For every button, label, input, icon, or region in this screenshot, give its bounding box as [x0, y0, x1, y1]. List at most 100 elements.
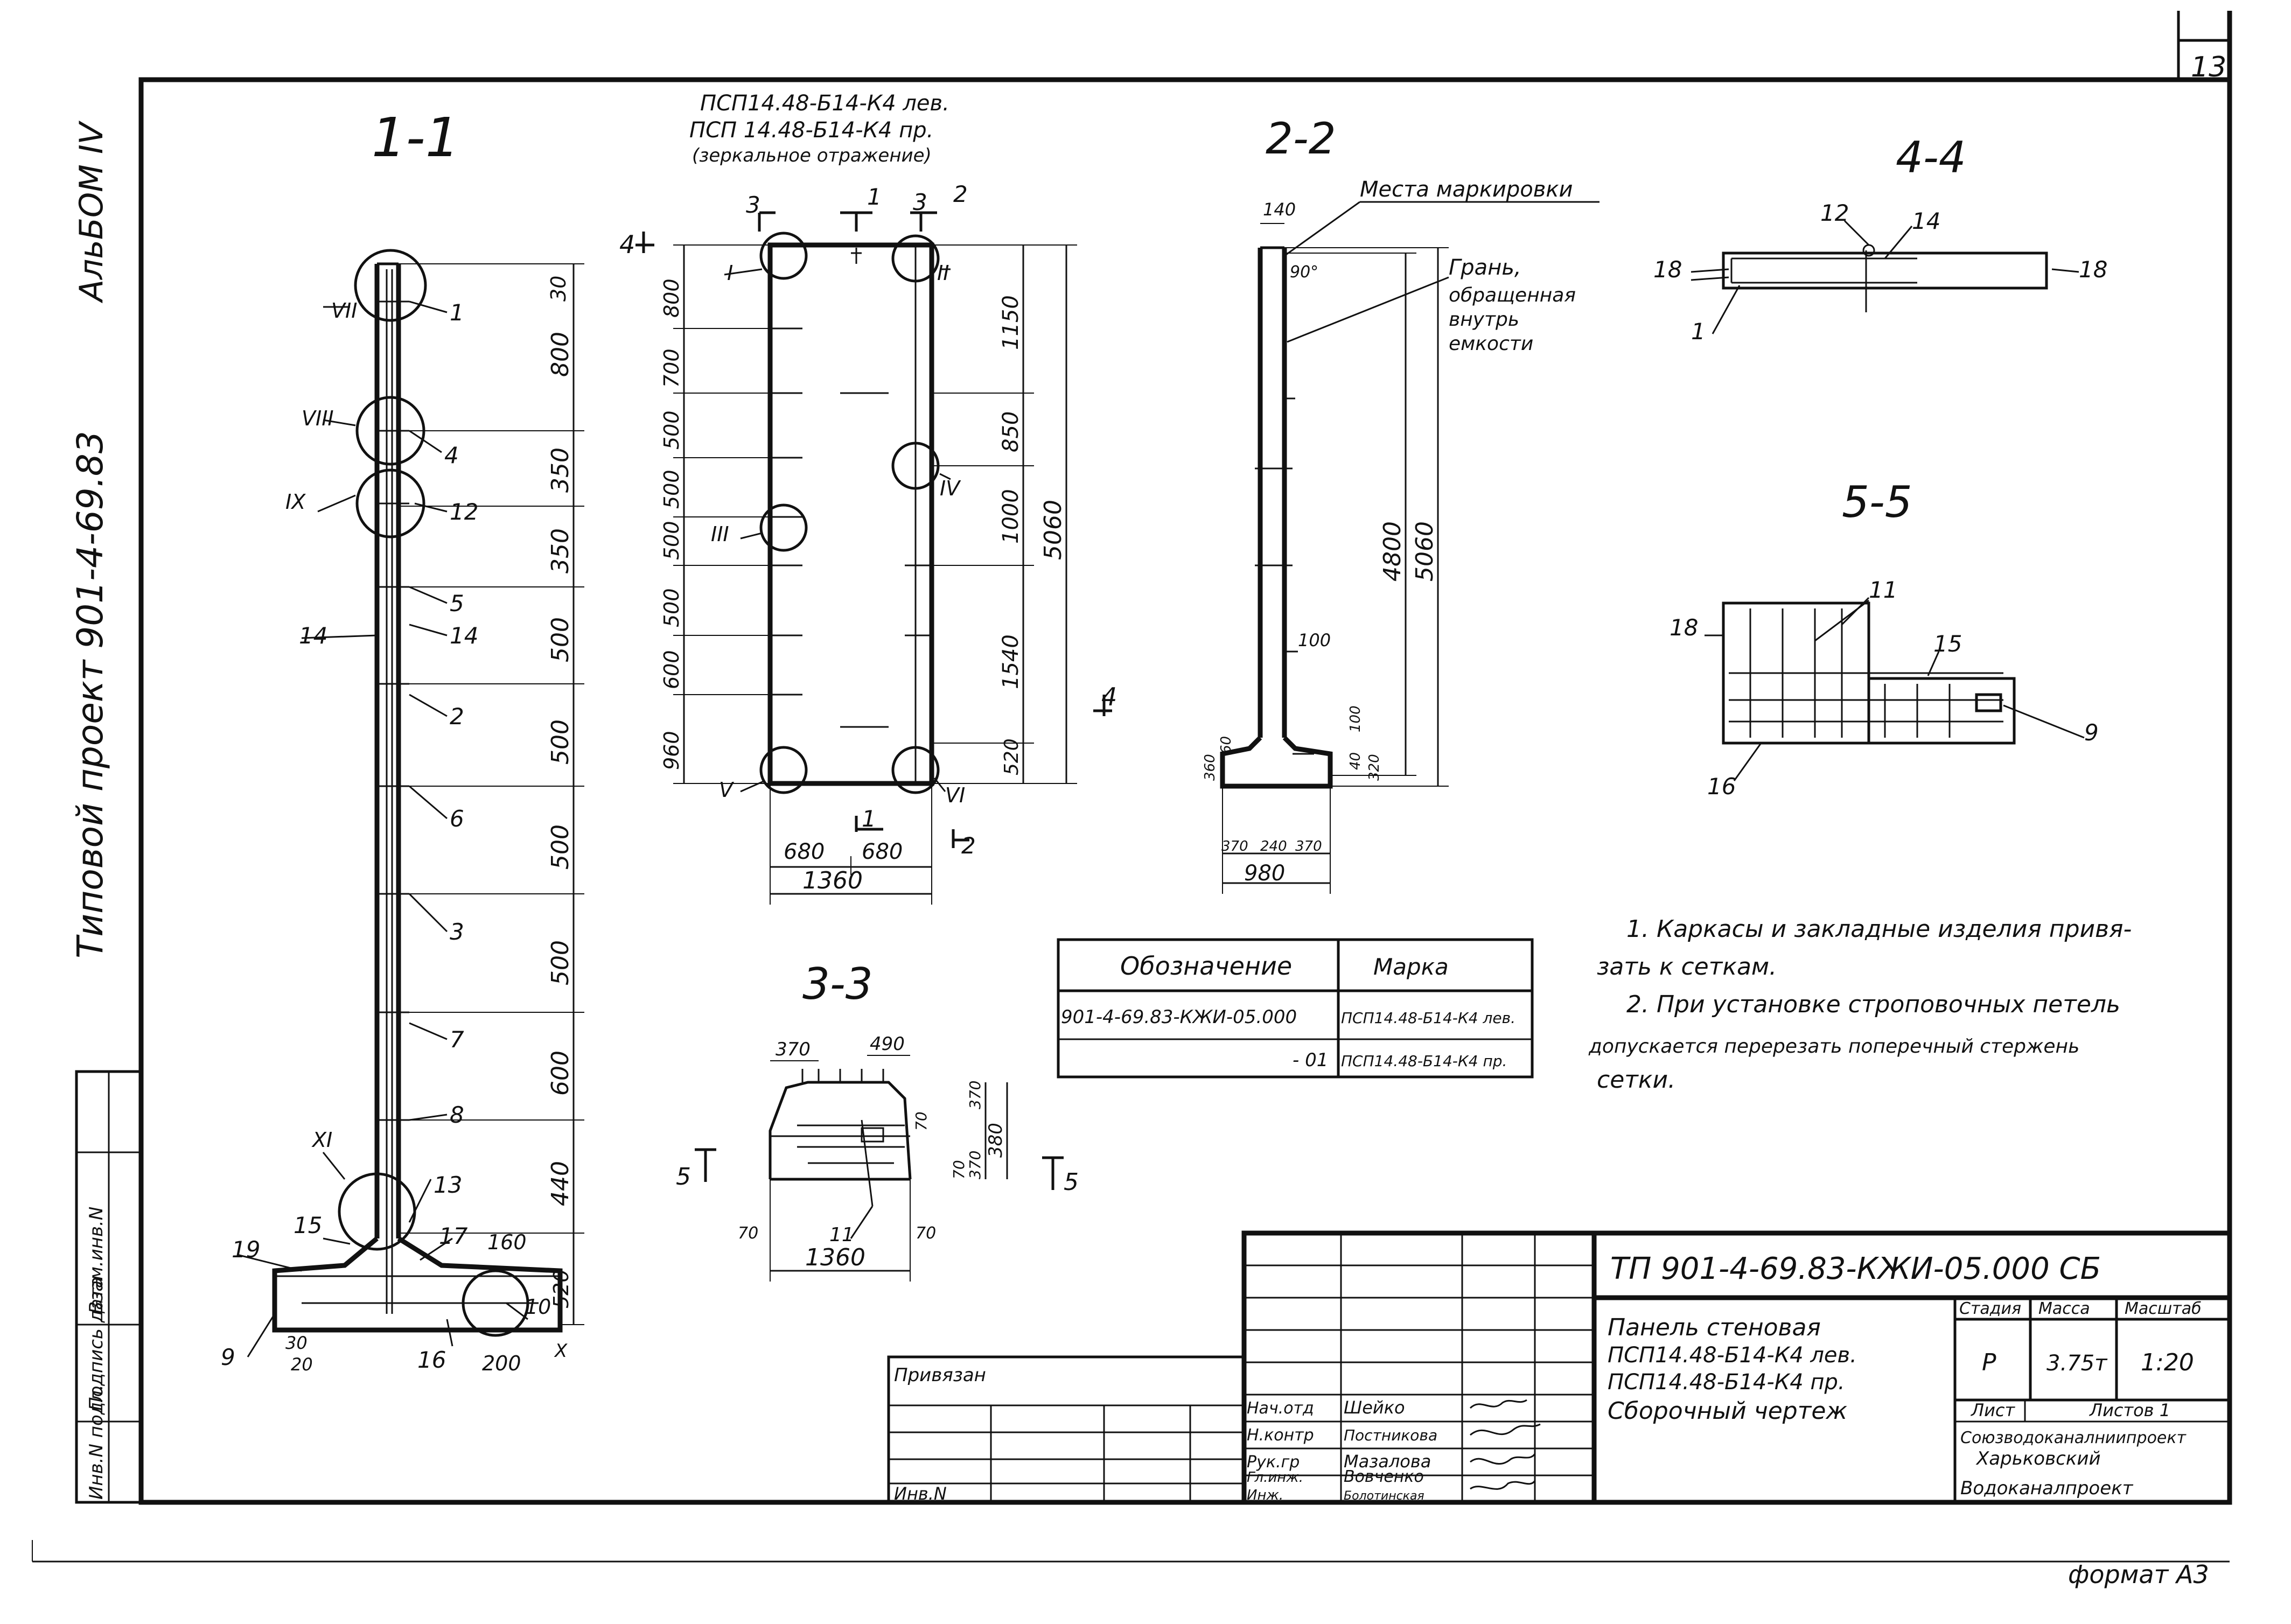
dim-30: 30	[547, 276, 570, 302]
label-face-2: обращенная	[1449, 284, 1576, 306]
scale-header: Масштаб	[2125, 1299, 2202, 1318]
dim-500-b: 500	[547, 719, 574, 765]
sheet-number: 13	[2191, 51, 2226, 83]
fdim-l-600: 600	[660, 650, 683, 689]
callout-19: 19	[232, 1236, 260, 1263]
dim-140: 140	[1263, 199, 1296, 220]
callout-14-left: 14	[299, 622, 327, 649]
cut-2-top: 2	[953, 181, 968, 207]
notes: 1. Каркасы и закладные изделия привя- за…	[1588, 915, 2132, 1094]
strip-sign-label: Подпись дата	[86, 1277, 107, 1411]
doc-name-4: Сборочный чертеж	[1608, 1397, 1847, 1425]
s55-callout-9: 9	[2084, 719, 2099, 746]
callout-3: 3	[450, 919, 464, 945]
callout-8: 8	[450, 1102, 464, 1128]
dim-600: 600	[547, 1051, 574, 1096]
s33-dim-370-b: 370	[966, 1151, 984, 1179]
s33-dim-70-a: 70	[912, 1111, 930, 1131]
stage-header: Стадия	[1959, 1299, 2021, 1318]
s33-dim-70-c: 70	[738, 1224, 758, 1243]
dim-320: 320	[1366, 754, 1382, 781]
front-title-1: ПСП14.48-Б14-К4 лев.	[700, 91, 949, 116]
sheet-label: Лист	[1971, 1400, 2015, 1420]
label-face-3: внутрь	[1449, 309, 1519, 331]
spec-row2-mark: ПСП14.48-Б14-К4 пр.	[1341, 1052, 1507, 1070]
fdim-r-520: 520	[1001, 738, 1023, 775]
note-line-1: 1. Каркасы и закладные изделия привя-	[1626, 915, 2132, 943]
s33-dim-490: 490	[870, 1033, 905, 1055]
dim-350-b: 350	[547, 528, 574, 573]
sheets-label: Листов 1	[2089, 1400, 2170, 1420]
s55-callout-15: 15	[1933, 631, 1962, 657]
s33-dim-70-d: 70	[916, 1224, 936, 1243]
callout-17: 17	[439, 1223, 468, 1249]
s33-cut-5-right: 5	[1064, 1168, 1079, 1196]
dim-40: 40	[1347, 752, 1364, 770]
org-line-1: Союзводоканалниипроект	[1960, 1429, 2187, 1447]
role-4: Гл.инж.	[1247, 1469, 1303, 1486]
section-4-4-title: 4-4	[1896, 132, 1966, 183]
dim-20: 20	[291, 1354, 313, 1375]
scale-value: 1:20	[2141, 1349, 2194, 1376]
stage-value: Р	[1982, 1349, 1996, 1376]
spec-row2-designation: - 01	[1293, 1049, 1328, 1071]
fdim-l-960: 960	[660, 731, 683, 770]
label-face-4: емкости	[1449, 333, 1533, 355]
callout-5: 5	[450, 590, 464, 617]
s33-dim-1360: 1360	[805, 1244, 865, 1271]
dim-500-c: 500	[547, 824, 574, 870]
note-line-5: сетки.	[1597, 1066, 1675, 1094]
section-5-5-title: 5-5	[1842, 477, 1912, 527]
callout-13: 13	[434, 1172, 462, 1198]
dim-90deg: 90°	[1290, 263, 1318, 282]
strip-inv-label: Инв.N подл.	[86, 1384, 107, 1500]
role-1: Нач.отд	[1247, 1399, 1314, 1418]
s33-dim-370: 370	[776, 1039, 811, 1060]
dim-240: 240	[1260, 838, 1287, 855]
dim-60: 60	[1218, 736, 1234, 754]
callout-12: 12	[450, 499, 478, 525]
s44-callout-18-right: 18	[2079, 256, 2107, 283]
role-2: Н.контр	[1247, 1426, 1314, 1445]
dim-4800: 4800	[1379, 521, 1406, 582]
s55-callout-18: 18	[1670, 614, 1698, 641]
name-5: Болотинская	[1344, 1489, 1424, 1503]
fdim-l-800: 800	[660, 278, 683, 318]
callout-14-right: 14	[450, 622, 478, 649]
node-x: X	[554, 1340, 568, 1362]
node-ix: IX	[285, 490, 306, 514]
fdim-b-1360: 1360	[802, 867, 863, 894]
callout-7: 7	[450, 1026, 464, 1053]
privyazan-label: Привязан	[894, 1364, 986, 1386]
callout-15: 15	[294, 1212, 322, 1238]
mass-value: 3.75т	[2046, 1351, 2108, 1376]
label-marking-places: Места маркировки	[1360, 177, 1573, 202]
dim-100: 100	[1298, 630, 1331, 650]
left-strip	[75, 1070, 143, 1504]
fdim-r-1540: 1540	[998, 634, 1023, 689]
dim-980: 980	[1244, 861, 1285, 886]
dim-100-b: 100	[1347, 705, 1364, 732]
cut-3-right: 3	[913, 189, 927, 215]
fdim-l-500-a: 500	[660, 410, 683, 450]
fdim-r-850: 850	[998, 411, 1023, 452]
s44-callout-14: 14	[1912, 208, 1940, 234]
fdim-l-500-c: 500	[660, 521, 683, 560]
callout-6: 6	[450, 806, 464, 832]
node-i: I	[727, 261, 733, 285]
front-title-2: ПСП 14.48-Б14-К4 пр.	[689, 118, 933, 143]
name-2: Постникова	[1344, 1426, 1437, 1444]
label-face-1: Грань,	[1449, 255, 1521, 280]
fdim-l-500-d: 500	[660, 588, 683, 627]
spec-table	[1057, 938, 1534, 1079]
s33-cut-5-left: 5	[676, 1163, 691, 1191]
note-line-3: 2. При установке строповочных петель	[1626, 991, 2120, 1018]
callout-9: 9	[221, 1344, 235, 1370]
section-4-4: 4-4 12 14 18 18 1	[1653, 132, 2107, 345]
node-vii: VII	[331, 299, 357, 323]
s55-callout-16: 16	[1707, 773, 1736, 800]
s33-dim-370-a: 370	[966, 1081, 984, 1109]
s33-dim-70-b: 70	[950, 1160, 968, 1179]
node-iii: III	[711, 522, 729, 546]
